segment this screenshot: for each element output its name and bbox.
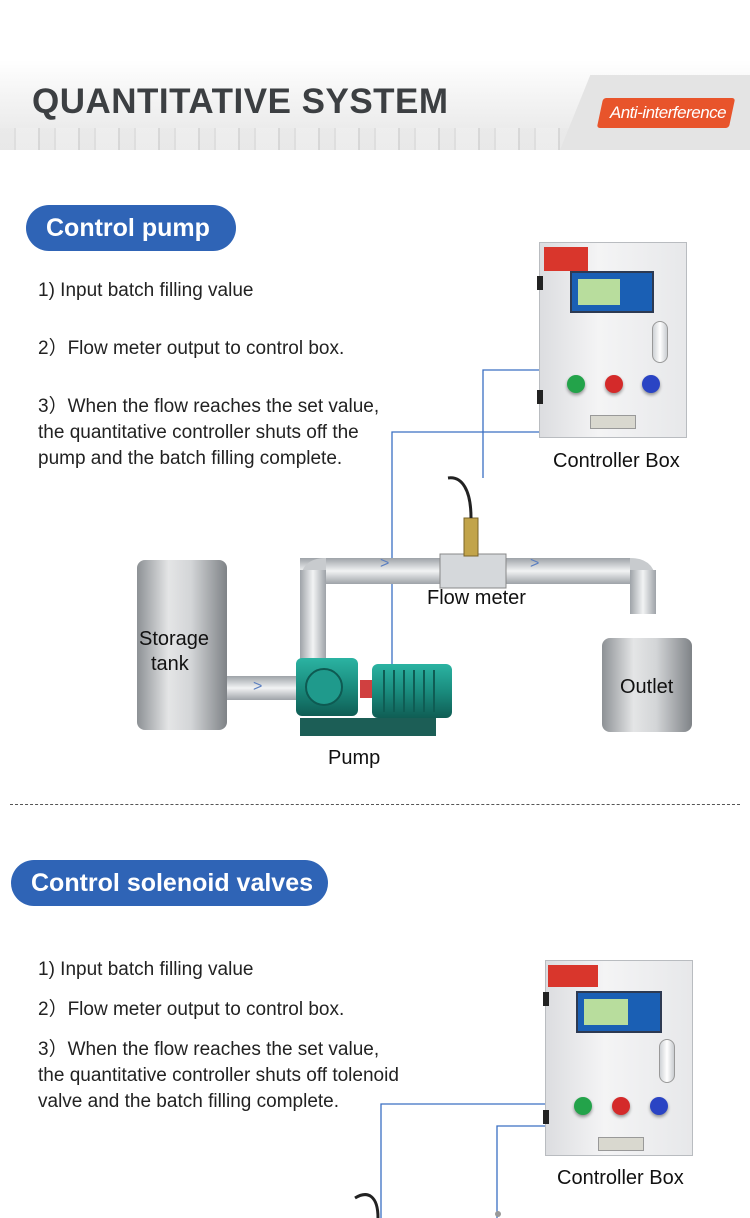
controller-lcd [578, 279, 620, 305]
storage-tank [137, 560, 227, 730]
hinge-top-2 [543, 992, 549, 1006]
pipe-tank-to-pump [226, 676, 306, 700]
start-button[interactable] [567, 375, 585, 393]
flow-arrow-1: > [380, 555, 390, 572]
flow-meter-2-top [495, 1211, 501, 1217]
storage-tank-label-line2: tank [151, 653, 189, 675]
pump-step-3-line1: 3）When the flow reaches the set value, [38, 396, 380, 417]
flow-arrow-3: > [253, 678, 263, 695]
controller-box-label-2: Controller Box [557, 1167, 684, 1189]
valve-step-3-line1: 3）When the flow reaches the set value, [38, 1039, 380, 1060]
section-divider [10, 804, 740, 805]
pump-step-list: 1) Input batch filling value 2）Flow mete… [38, 278, 418, 478]
signal-wire-valve [380, 1103, 545, 1218]
pump-step-3-line2: the quantitative controller shuts off th… [38, 422, 359, 443]
hinge-bottom [537, 390, 543, 404]
flow-meter-sensor [463, 517, 479, 557]
valve-cable [354, 1193, 380, 1218]
flow-meter-label: Flow meter [427, 587, 526, 609]
controller-box-1 [539, 242, 687, 438]
warning-sticker-2 [548, 965, 598, 987]
controller-box-2 [545, 960, 693, 1156]
stop-button-2[interactable] [612, 1097, 630, 1115]
anti-interference-badge-label: Anti-interference [609, 103, 727, 122]
pump-step-2: 2）Flow meter output to control box. [38, 338, 345, 359]
valve-step-2: 2）Flow meter output to control box. [38, 999, 345, 1020]
pipe-right-down [630, 570, 656, 614]
signal-wire-pump [391, 431, 540, 670]
name-plate [590, 415, 636, 429]
warning-sticker [544, 247, 588, 271]
controller-lcd-2 [584, 999, 628, 1025]
hinge-top [537, 276, 543, 290]
valve-step-list: 1) Input batch filling value 2）Flow mete… [38, 957, 438, 1127]
flow-meter-body [439, 553, 507, 589]
door-handle-2 [659, 1039, 675, 1083]
pump-label: Pump [328, 747, 381, 769]
name-plate-2 [598, 1137, 644, 1151]
pump-base [300, 718, 436, 736]
valve-step-1: 1) Input batch filling value [38, 959, 254, 980]
pump-step-3-line3: pump and the batch filling complete. [38, 448, 343, 469]
reset-button[interactable] [642, 375, 660, 393]
flow-meter-cable [447, 476, 473, 519]
signal-wire-flowmeter [482, 369, 540, 478]
hinge-bottom-2 [543, 1110, 549, 1124]
valve-step-3-line3: valve and the batch filling complete. [38, 1091, 340, 1112]
pump-motor [372, 664, 452, 718]
valve-step-3-line2: the quantitative controller shuts off to… [38, 1065, 399, 1086]
outlet-tank [602, 638, 692, 732]
section-heading-control-pump: Control pump [26, 205, 236, 251]
controller-box-label-1: Controller Box [553, 450, 680, 472]
outlet-label: Outlet [620, 676, 674, 698]
flow-arrow-2: > [530, 555, 540, 572]
reset-button-2[interactable] [650, 1097, 668, 1115]
start-button-2[interactable] [574, 1097, 592, 1115]
section-heading-control-solenoid-valves: Control solenoid valves [11, 860, 328, 906]
valve-system-diagram [354, 1103, 545, 1218]
pump-system-diagram [137, 369, 692, 736]
pump-step-1: 1) Input batch filling value [38, 280, 254, 301]
controller-display [570, 271, 654, 313]
door-handle [652, 321, 668, 363]
page-title: QUANTITATIVE SYSTEM [32, 82, 449, 121]
signal-wire-flowmeter-2 [496, 1125, 545, 1218]
controller-display-2 [576, 991, 662, 1033]
storage-tank-label-line1: Storage [139, 628, 210, 650]
stop-button[interactable] [605, 375, 623, 393]
